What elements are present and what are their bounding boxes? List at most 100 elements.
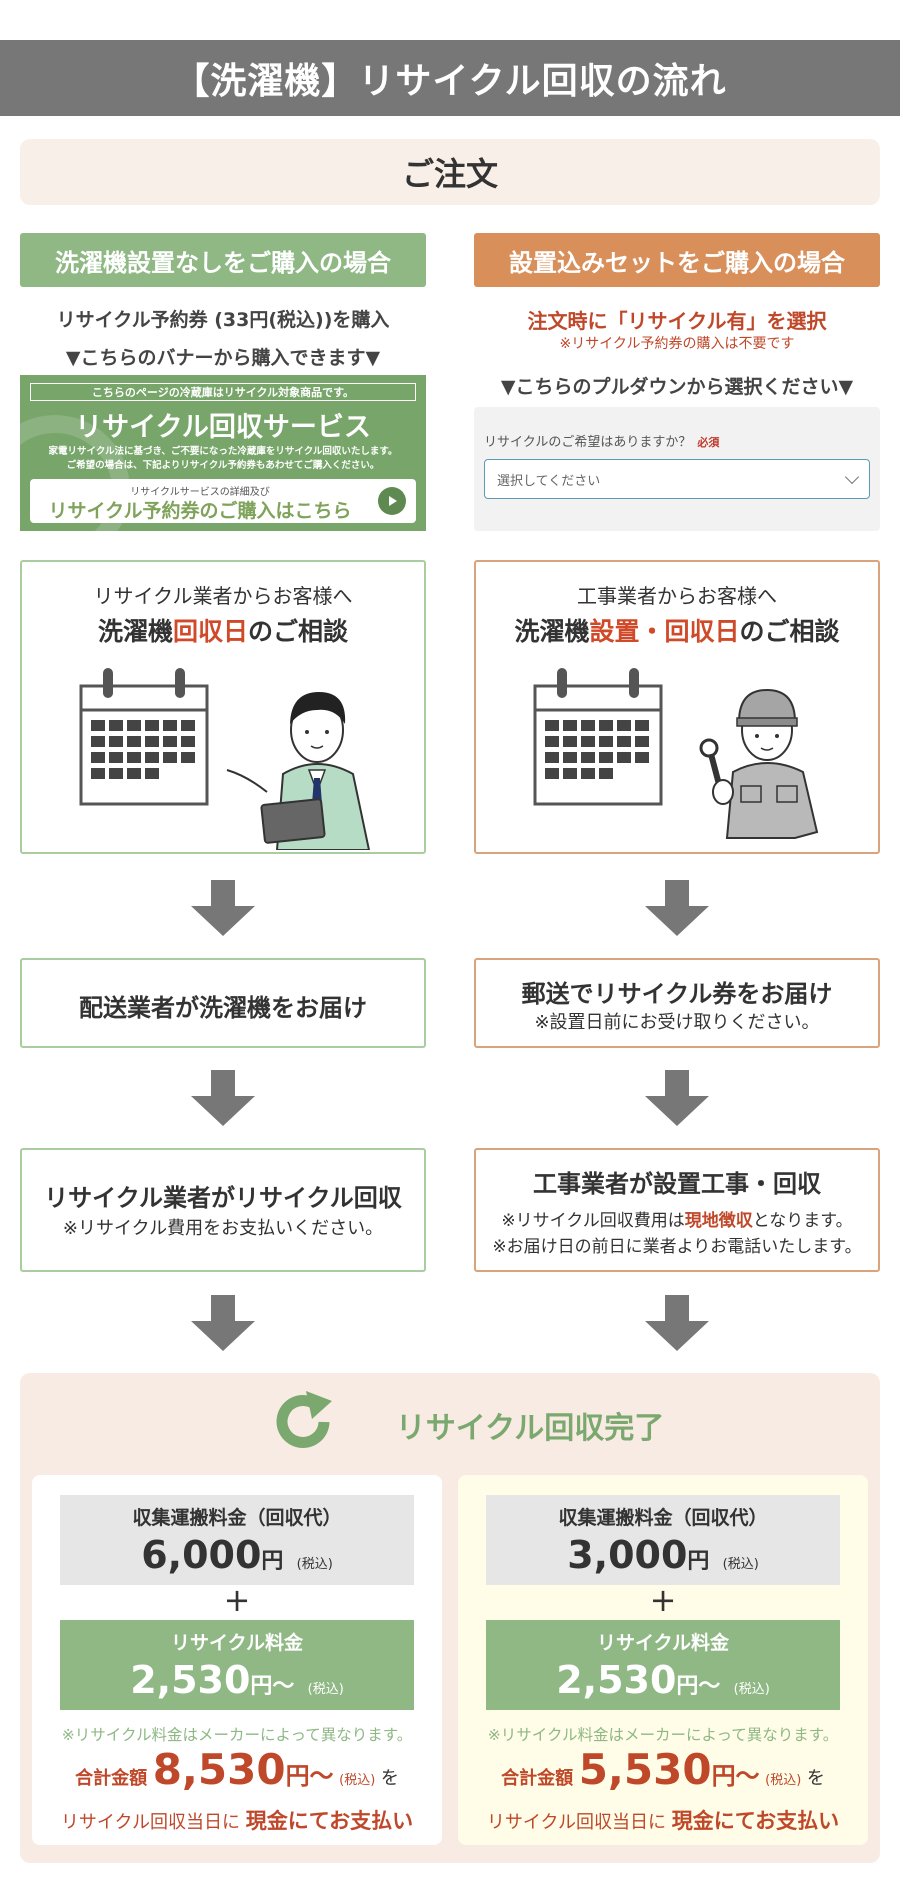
right-collect-note2: ※お届け日の前日に業者よりお電話いたします。	[492, 1237, 862, 1257]
total-tax: (税込)	[339, 1773, 376, 1788]
payment-note: リサイクル回収当日に 現金にてお支払い	[458, 1805, 868, 1835]
amount-unit: 円	[261, 1549, 284, 1574]
total-label: 合計金額	[75, 1768, 148, 1789]
recycle-complete-section: リサイクル回収完了 収集運搬料金（回収代） 6,000円 (税込) + リサイク…	[20, 1373, 880, 1863]
recycle-service-banner[interactable]: こちらのページの冷蔵庫はリサイクル対象商品です。 リサイクル回収サービス 家電リ…	[20, 375, 426, 531]
down-arrow-icon	[645, 1070, 709, 1126]
total-suffix: を	[806, 1768, 825, 1789]
right-collect-text: 工事業者が設置工事・回収	[533, 1170, 821, 1198]
left-collect-step: リサイクル業者がリサイクル回収 ※リサイクル費用をお支払いください。	[20, 1148, 426, 1272]
banner-desc-line2: ご希望の場合は、下記よりリサイクル予約券もあわせてご購入ください。	[66, 460, 380, 471]
tax-note: (税込)	[307, 1682, 344, 1697]
transport-fee-box: 収集運搬料金（回収代） 6,000円 (税込)	[60, 1495, 414, 1585]
total-suffix: を	[380, 1768, 399, 1789]
payment-timing: リサイクル回収当日に	[60, 1812, 240, 1833]
banner-purchase-button[interactable]: リサイクルサービスの詳細及び リサイクル予約券のご購入はこちら	[30, 479, 416, 523]
consult-item: 洗濯機	[97, 617, 173, 646]
right-collect-note1: ※リサイクル回収費用は現地徴収となります。	[476, 1206, 878, 1231]
left-collect-text: リサイクル業者がリサイクル回収	[44, 1184, 402, 1212]
right-mail-note: ※設置日前にお受け取りください。	[534, 1012, 820, 1033]
right-consult-line2: 洗濯機設置・回収日のご相談	[476, 612, 878, 648]
instruction-part3: 」を選択	[746, 309, 827, 333]
right-dropdown-hint: ▼こちらのプルダウンから選択ください▼	[500, 376, 854, 398]
tax-note: (税込)	[733, 1682, 770, 1697]
transport-fee-label: 収集運搬料金（回収代）	[132, 1507, 342, 1529]
required-badge: 必須	[697, 436, 720, 449]
down-arrow-icon	[645, 1295, 709, 1351]
recycle-fee-label: リサイクル料金	[170, 1632, 304, 1654]
worker-icon	[699, 688, 819, 839]
plus-sign: +	[649, 1581, 677, 1619]
left-collect-note: ※リサイクル費用をお支払いください。	[62, 1218, 384, 1239]
recycle-arrow-icon	[276, 1391, 332, 1448]
consult-suffix: のご相談	[248, 617, 349, 646]
amount-value: 2,530	[130, 1658, 251, 1702]
transport-fee-label: 収集運搬料金（回収代）	[558, 1507, 768, 1529]
calendar-icon	[79, 668, 371, 850]
banner-title: リサイクル回収サービス	[75, 412, 371, 443]
left-banner-hint: ▼こちらのバナーから購入できます▼	[65, 347, 381, 369]
amount-unit: 円〜	[676, 1674, 721, 1699]
amount-unit: 円〜	[250, 1674, 295, 1699]
instruction-part1: 注文時に「	[527, 309, 628, 333]
recycle-fee-box: リサイクル料金 2,530円〜 (税込)	[486, 1620, 840, 1710]
payment-note: リサイクル回収当日に 現金にてお支払い	[32, 1805, 442, 1835]
form-label: リサイクルのご希望はありますか？ 必須	[484, 431, 719, 450]
banner-desc-line1: 家電リサイクル法に基づき、ご不要になった冷蔵庫をリサイクル回収いたします。	[48, 446, 398, 457]
order-heading: ご注文	[20, 139, 880, 205]
form-label-text: リサイクルのご希望はありますか？	[484, 435, 692, 450]
left-consult-line1: リサイクル業者からお客様へ	[93, 584, 353, 608]
play-icon	[378, 487, 406, 515]
consult-highlight: 設置・回収日	[589, 617, 740, 646]
total-amount: 合計金額 8,530円〜 (税込) を	[32, 1745, 442, 1794]
right-no-ticket-note: ※リサイクル予約券の購入は不要です	[559, 336, 795, 352]
fee-card-with-install: 収集運搬料金（回収代） 3,000円 (税込) + リサイクル料金 2,530円…	[458, 1475, 868, 1845]
amount-value: 3,000	[567, 1533, 688, 1577]
select-placeholder: 選択してください	[497, 473, 601, 489]
tax-note: (税込)	[296, 1557, 333, 1572]
right-select-instruction: 注文時に「リサイクル有」を選択	[474, 305, 880, 334]
banner-description: 家電リサイクル法に基づき、ご不要になった冷蔵庫をリサイクル回収いたします。 ご希…	[20, 445, 426, 473]
note-part1: ※リサイクル回収費用は	[501, 1211, 685, 1231]
total-value: 8,530	[152, 1745, 286, 1794]
right-consult-box: 工事業者からお客様へ 洗濯機設置・回収日のご相談	[474, 560, 880, 854]
note-part3: となります。	[752, 1211, 853, 1231]
plus-sign: +	[223, 1581, 251, 1619]
payment-timing: リサイクル回収当日に	[486, 1812, 666, 1833]
down-arrow-icon	[191, 880, 255, 936]
instruction-part2: リサイクル有	[627, 309, 747, 333]
down-arrow-icon	[191, 1070, 255, 1126]
total-label: 合計金額	[501, 1768, 574, 1789]
right-mail-text: 郵送でリサイクル券をお届け	[521, 980, 833, 1008]
right-collect-step: 工事業者が設置工事・回収 ※リサイクル回収費用は現地徴収となります。 ※お届け日…	[474, 1148, 880, 1272]
recycle-request-form: リサイクルのご希望はありますか？ 必須 選択してください	[474, 407, 880, 531]
amount-value: 2,530	[556, 1658, 677, 1702]
right-mail-step: 郵送でリサイクル券をお届け ※設置日前にお受け取りください。	[474, 958, 880, 1048]
page-title: 【洗濯機】リサイクル回収の流れ	[0, 40, 900, 116]
recycle-fee-amount: 2,530円〜 (税込)	[60, 1658, 414, 1702]
complete-title: リサイクル回収完了	[395, 1411, 665, 1446]
down-arrow-icon	[191, 1295, 255, 1351]
left-purchase-text: リサイクル予約券 (33円(税込))を購入	[56, 309, 390, 331]
down-arrow-icon	[645, 880, 709, 936]
amount-unit: 円	[687, 1549, 710, 1574]
tax-note: (税込)	[722, 1557, 759, 1572]
left-consult-line2: 洗濯機回収日のご相談	[22, 612, 424, 648]
amount-value: 6,000	[141, 1533, 262, 1577]
right-column-header: 設置込みセットをご購入の場合	[474, 233, 880, 287]
recycle-select[interactable]: 選択してください	[484, 459, 870, 499]
consult-item: 洗濯機	[514, 617, 590, 646]
fee-card-no-install: 収集運搬料金（回収代） 6,000円 (税込) + リサイクル料金 2,530円…	[32, 1475, 442, 1845]
maker-fee-note: ※リサイクル料金はメーカーによって異なります。	[61, 1726, 413, 1744]
note-highlight: 現地徴収	[684, 1211, 753, 1231]
calendar-icon	[533, 668, 819, 839]
left-delivery-step: 配送業者が洗濯機をお届け	[20, 958, 426, 1048]
banner-button-label: リサイクル予約券のご購入はこちら	[48, 500, 352, 522]
transport-fee-amount: 6,000円 (税込)	[60, 1533, 414, 1577]
worker-icon	[226, 692, 371, 850]
left-delivery-text: 配送業者が洗濯機をお届け	[79, 994, 367, 1022]
transport-fee-box: 収集運搬料金（回収代） 3,000円 (税込)	[486, 1495, 840, 1585]
recycle-fee-amount: 2,530円〜 (税込)	[486, 1658, 840, 1702]
consult-suffix: のご相談	[739, 617, 840, 646]
total-amount: 合計金額 5,530円〜 (税込) を	[458, 1745, 868, 1794]
